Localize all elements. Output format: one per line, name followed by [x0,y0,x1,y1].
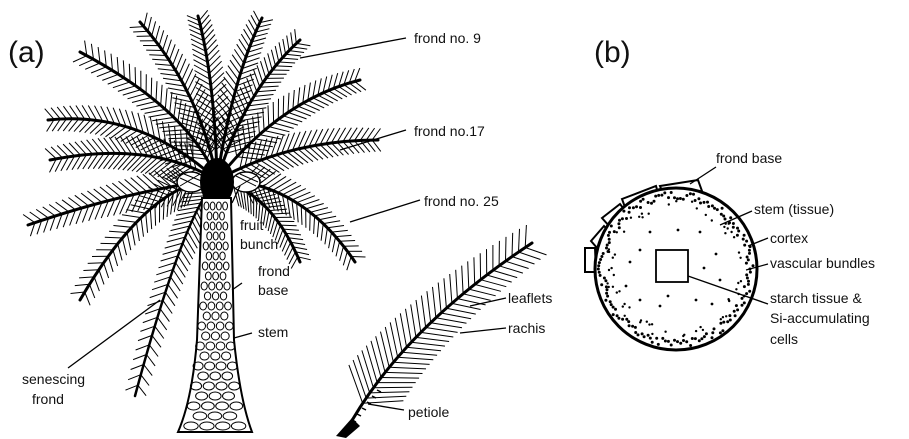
label-leaflets: leaflets [508,290,552,306]
label-stem-a: stem [258,324,288,340]
label-petiole: petiole [408,404,449,420]
label-senescing-frond-line2: frond [32,391,64,407]
label-fruit-bunch-line1: fruit [240,217,263,233]
label-stem-tissue: stem (tissue) [754,201,834,217]
label-starch-tissue-line3: cells [770,331,798,347]
label-starch-tissue-line1: starch tissue & [770,290,862,306]
panel-label-b: (b) [594,36,631,69]
label-frond-base-b: frond base [716,150,782,166]
palm-trunk [178,198,252,432]
label-cortex: cortex [770,230,808,246]
label-frond-no-9: frond no. 9 [414,30,481,46]
label-frond-base-line2: base [258,282,289,298]
label-frond-no-25: frond no. 25 [424,193,499,209]
stem-cross-section [585,180,757,350]
label-frond-no-17: frond no.17 [414,123,485,139]
panel-label-a: (a) [8,36,45,69]
label-rachis: rachis [508,320,545,336]
label-vascular-bundles: vascular bundles [770,255,875,271]
label-senescing-frond-line1: senescing [22,371,85,387]
label-frond-base-line1: frond [258,263,290,279]
label-starch-tissue-line2: Si-accumulating [770,310,870,326]
frond [213,29,310,180]
stem-outline [595,188,757,350]
label-fruit-bunch-line2: bunch [240,236,278,252]
